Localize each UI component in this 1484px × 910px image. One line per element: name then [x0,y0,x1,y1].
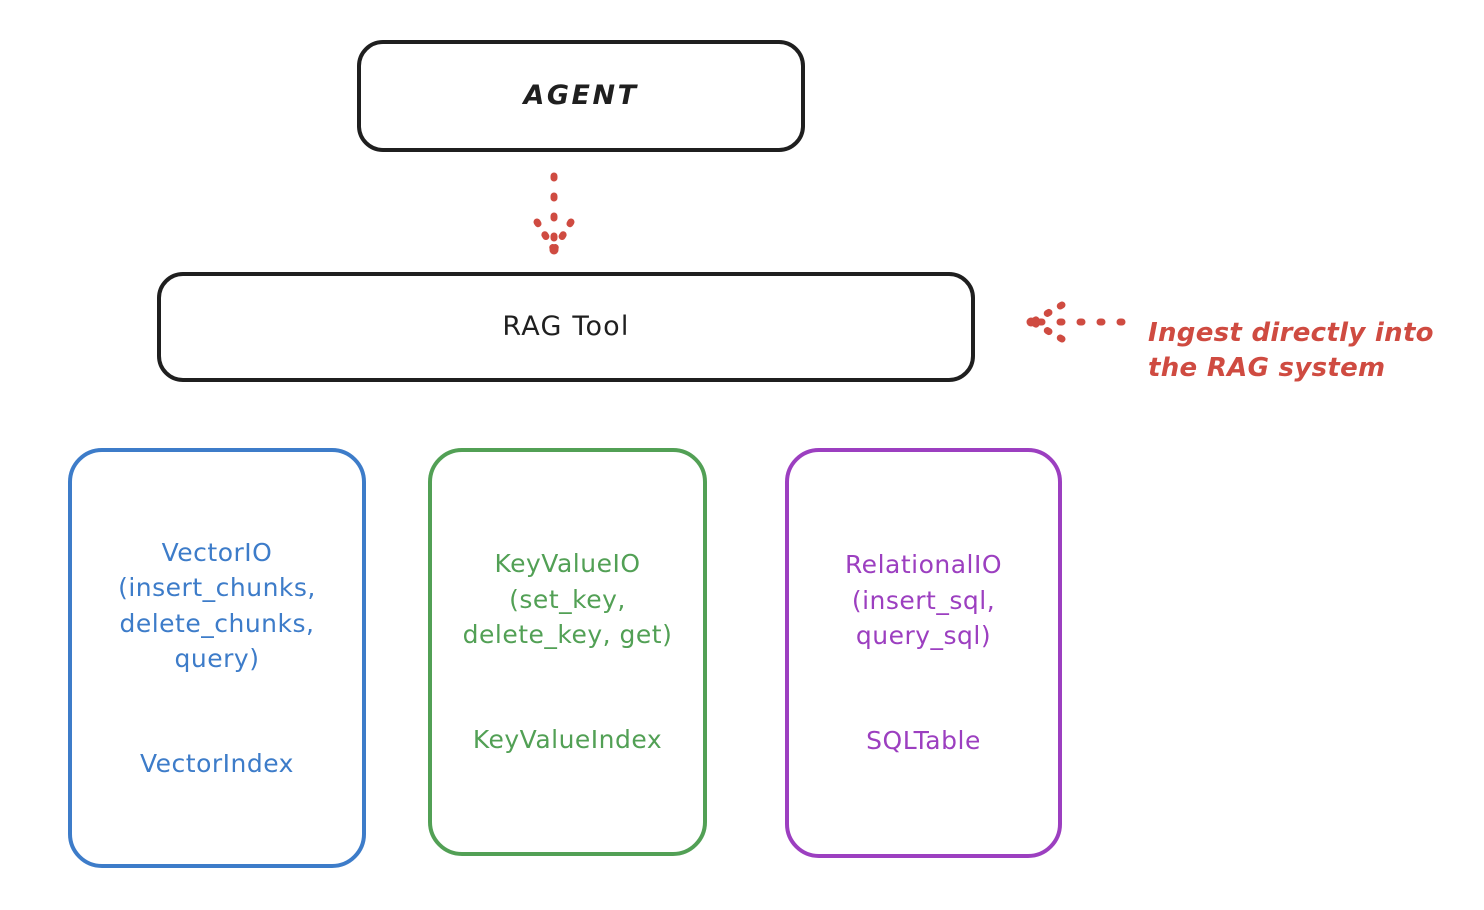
node-vector-io-index: VectorIndex [139,749,294,778]
node-agent[interactable]: AGENT [357,40,805,152]
node-rag-tool-label: RAG Tool [502,311,630,343]
edge-ingest-to-rag-tool-icon [1026,301,1126,343]
node-relational-io-index: SQLTable [866,726,981,756]
node-relational-io-api: RelationalIO (insert_sql, query_sql) [844,550,1003,651]
node-rag-tool[interactable]: RAG Tool [157,272,975,382]
node-keyvalue-io-index: KeyValueIndex [472,725,663,755]
node-vector-io[interactable]: VectorIO (insert_chunks, delete_chunks, … [68,448,366,868]
node-vector-io-api: VectorIO (insert_chunks, delete_chunks, … [118,537,316,674]
node-keyvalue-io-api: KeyValueIO (set_key, delete_key, get) [462,549,673,650]
node-keyvalue-io[interactable]: KeyValueIO (set_key, delete_key, get) Ke… [428,448,707,856]
node-agent-label: AGENT [523,80,639,112]
edge-agent-to-rag-tool-icon [533,172,575,255]
annotation-ingest-text: Ingest directly into the RAG system [1148,318,1434,384]
annotation-ingest: Ingest directly into the RAG system [1148,281,1478,386]
node-relational-io[interactable]: RelationalIO (insert_sql, query_sql) SQL… [785,448,1062,858]
